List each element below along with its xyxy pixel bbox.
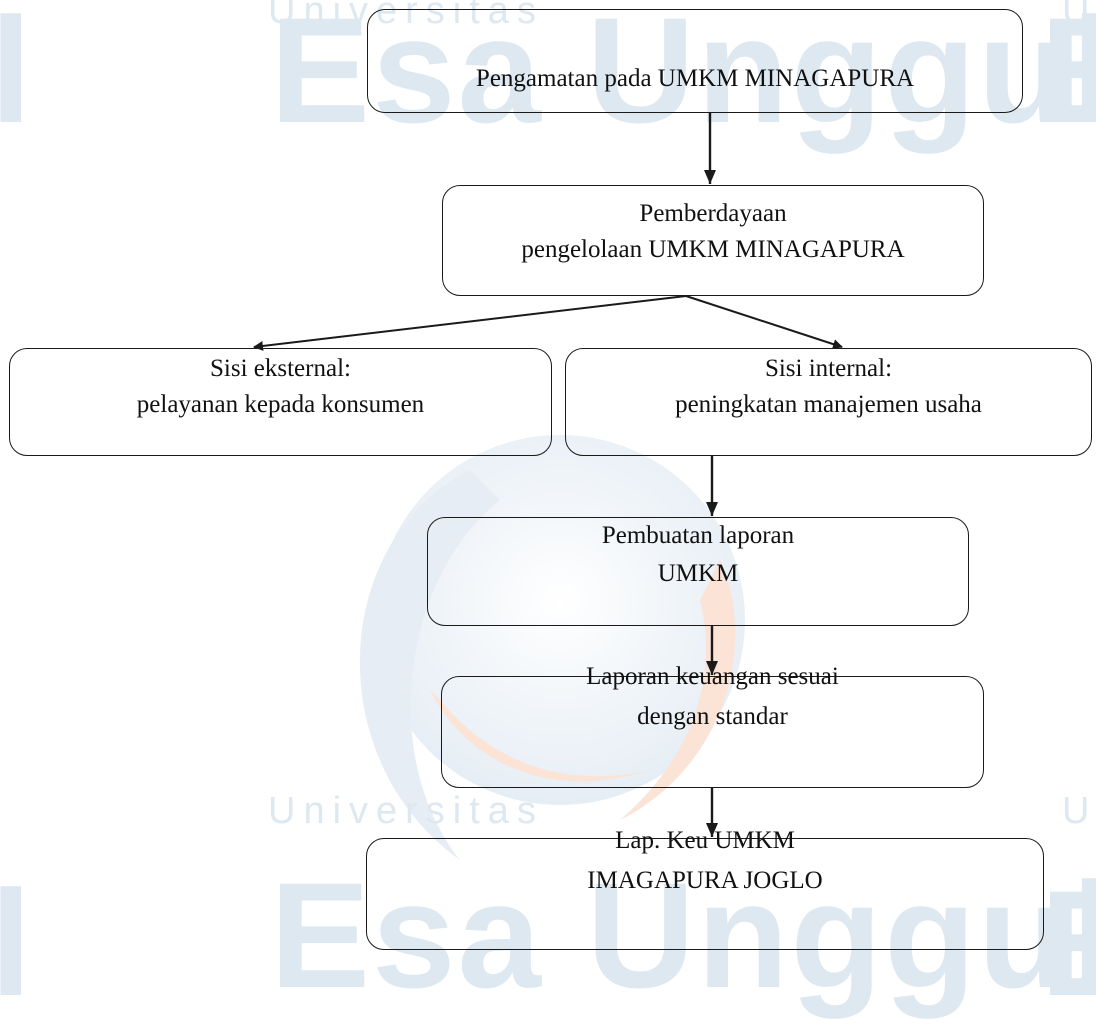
arrow-empowerment-to-external: [253, 295, 687, 351]
financial-report-box: Laporan keuangan sesuai dengan standar: [441, 663, 984, 788]
flow-diagram: Pengamatan pada UMKM MINAGAPURA Pemberda…: [9, 9, 1092, 950]
financial-report-box-line1: Laporan keuangan sesuai: [586, 663, 839, 690]
internal-side-box-line2: peningkatan manajemen usaha: [675, 391, 982, 418]
observation-box: Pengamatan pada UMKM MINAGAPURA: [367, 9, 1023, 113]
final-report-box-line1: Lap. Keu UMKM: [615, 827, 795, 854]
external-side-box-line2: pelayanan kepada konsumen: [136, 391, 425, 418]
internal-side-box: Sisi internal: peningkatan manajemen usa…: [565, 348, 1092, 456]
final-report-box-line2: IMAGAPURA JOGLO: [587, 867, 823, 894]
financial-report-box-line2: dengan standar: [637, 703, 788, 730]
report-box-line2: UMKM: [657, 560, 739, 587]
report-box-line1: Pembuatan laporan: [601, 522, 795, 549]
report-box: Pembuatan laporan UMKM: [427, 517, 969, 626]
empowerment-box: Pemberdayaan pengelolaan UMKM MINAGAPURA: [442, 185, 984, 296]
empowerment-box-line2: pengelolaan UMKM MINAGAPURA: [521, 236, 905, 263]
empowerment-box-line1: Pemberdayaan: [639, 200, 787, 227]
observation-box-text: Pengamatan pada UMKM MINAGAPURA: [475, 65, 915, 92]
connectors: [253, 113, 843, 837]
final-report-box: Lap. Keu UMKM IMAGAPURA JOGLO: [366, 827, 1044, 950]
arrow-empowerment-to-internal: [685, 295, 843, 349]
external-side-box-line1: Sisi eksternal:: [210, 355, 351, 382]
internal-side-box-line1: Sisi internal:: [764, 355, 893, 382]
external-side-box: Sisi eksternal: pelayanan kepada konsume…: [9, 348, 552, 456]
